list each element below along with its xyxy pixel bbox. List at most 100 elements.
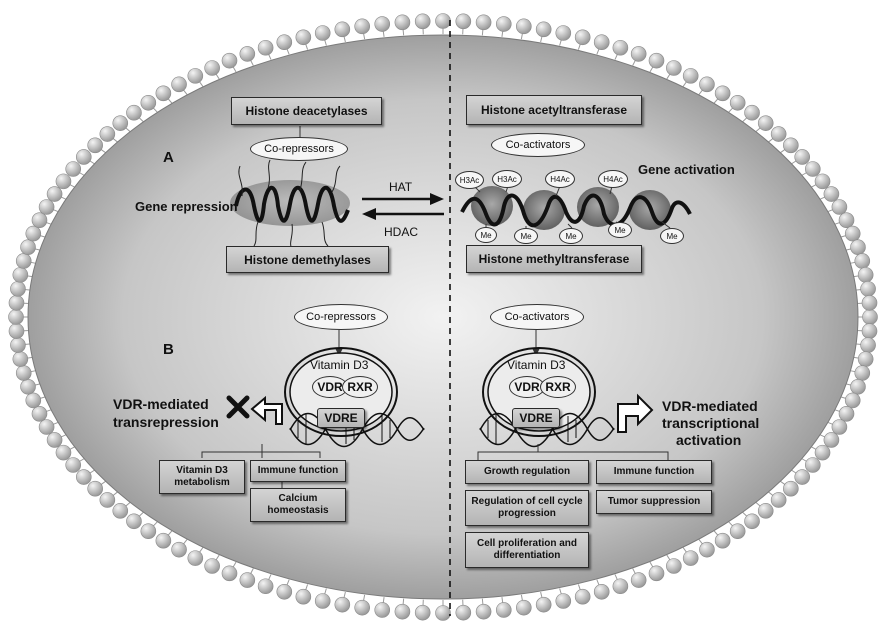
membrane-bead bbox=[239, 46, 256, 62]
membrane-bead bbox=[783, 137, 799, 154]
membrane-bead bbox=[12, 351, 29, 367]
activation-label-3: activation bbox=[676, 432, 742, 448]
membrane-bead bbox=[854, 365, 871, 381]
membrane-bead bbox=[770, 492, 787, 508]
hdac-arrowhead bbox=[362, 208, 376, 220]
left-dna-rungs bbox=[297, 414, 391, 444]
membrane-bead bbox=[850, 239, 866, 256]
histone-tail bbox=[267, 159, 271, 189]
membrane-bead bbox=[354, 599, 370, 616]
target-immune-function-left: Immune function bbox=[250, 460, 346, 482]
vdre-box-right: VDRE bbox=[512, 408, 560, 428]
membrane-bead bbox=[593, 583, 610, 600]
h4ac-mark: H4Ac bbox=[598, 170, 628, 188]
membrane-bead bbox=[65, 457, 82, 473]
condensed-dna-coil bbox=[234, 185, 350, 223]
membrane-bead bbox=[187, 68, 204, 84]
membrane-bead bbox=[535, 596, 552, 613]
membrane-bead bbox=[844, 225, 861, 242]
membrane-bead bbox=[682, 68, 699, 84]
target-calcium-homeostasis: Calcium homeostasis bbox=[250, 488, 346, 522]
h4ac-mark: H4Ac bbox=[545, 170, 575, 188]
membrane-bead bbox=[126, 104, 142, 121]
membrane-bead bbox=[860, 281, 876, 297]
histone-acetyltransferase-box: Histone acetyltransferase bbox=[466, 95, 642, 125]
histone-tail bbox=[299, 161, 307, 191]
transrepression-label-1: VDR-mediated bbox=[113, 396, 209, 412]
right-bent-arrow-icon bbox=[617, 393, 654, 433]
membrane-bead bbox=[757, 115, 774, 131]
membrane-bead bbox=[861, 323, 878, 339]
membrane-bead bbox=[15, 365, 32, 381]
membrane-bead bbox=[744, 513, 760, 530]
membrane-bead bbox=[729, 523, 746, 540]
me-mark: Me bbox=[660, 228, 684, 244]
membrane-bead bbox=[257, 578, 274, 595]
histone-deacetylases-box: Histone deacetylases bbox=[231, 97, 382, 125]
membrane-bead bbox=[555, 25, 572, 41]
membrane-bead bbox=[221, 52, 238, 69]
membrane-bead bbox=[804, 457, 821, 473]
membrane-bead bbox=[850, 378, 866, 395]
h3ac-mark: H3Ac bbox=[455, 171, 484, 189]
membrane-bead bbox=[112, 115, 129, 131]
membrane-bead bbox=[354, 18, 370, 35]
membrane-bead bbox=[744, 104, 760, 121]
hat-label: HAT bbox=[389, 180, 413, 194]
me-mark: Me bbox=[559, 228, 583, 244]
membrane-bead bbox=[495, 602, 512, 618]
membrane-bead bbox=[857, 267, 874, 283]
membrane-bead bbox=[38, 199, 55, 215]
membrane-bead bbox=[414, 604, 431, 621]
membrane-bead bbox=[823, 186, 840, 202]
gene-repression-label: Gene repression bbox=[135, 199, 238, 214]
membrane-bead bbox=[394, 14, 411, 31]
membrane-bead bbox=[187, 550, 204, 566]
membrane-bead bbox=[204, 558, 220, 574]
membrane-bead bbox=[838, 212, 855, 228]
membrane-bead bbox=[860, 337, 876, 353]
membrane-bead bbox=[574, 29, 591, 46]
membrane-bead bbox=[204, 60, 220, 76]
membrane-bead bbox=[612, 39, 629, 56]
left-bracket bbox=[201, 444, 321, 458]
activation-label-1: VDR-mediated bbox=[662, 398, 758, 414]
me-mark: Me bbox=[514, 228, 538, 244]
membrane-bead bbox=[612, 578, 629, 595]
target-immune-function-right: Immune function bbox=[596, 460, 712, 484]
me-mark: Me bbox=[608, 222, 632, 238]
histone-tail bbox=[253, 221, 259, 247]
membrane-bead bbox=[55, 444, 72, 461]
cell-interior bbox=[27, 34, 859, 600]
membrane-bead bbox=[25, 225, 42, 242]
h3ac-mark: H3Ac bbox=[492, 170, 522, 188]
membrane-bead bbox=[65, 161, 82, 177]
transrepression-label-2: transrepression bbox=[113, 414, 219, 430]
left-dna-helix bbox=[289, 412, 425, 448]
membrane-bead bbox=[666, 60, 682, 76]
membrane-bead bbox=[838, 406, 855, 422]
vitamin-d3-label-left: Vitamin D3 bbox=[310, 358, 369, 372]
membrane-bead bbox=[757, 503, 774, 519]
membrane-bead bbox=[862, 309, 878, 325]
membrane-bead bbox=[666, 558, 682, 574]
membrane-bead bbox=[171, 76, 187, 93]
membrane-bead bbox=[783, 480, 799, 497]
membrane-bead bbox=[112, 503, 129, 519]
co-activators-oval-b: Co-activators bbox=[490, 304, 584, 330]
me-mark: Me bbox=[475, 227, 497, 243]
target-cell-cycle: Regulation of cell cycle progression bbox=[465, 490, 589, 526]
membrane-bead bbox=[12, 267, 29, 283]
co-activators-oval: Co-activators bbox=[491, 133, 585, 157]
membrane-bead bbox=[414, 13, 431, 30]
receptor-complex-outer bbox=[284, 347, 398, 437]
membrane-bead bbox=[31, 406, 48, 422]
right-dna-rungs bbox=[487, 414, 577, 444]
left-bent-arrow-icon bbox=[250, 395, 283, 425]
membrane-bead bbox=[648, 565, 665, 582]
membrane-bead bbox=[535, 21, 552, 38]
methyl-tail bbox=[567, 223, 573, 229]
membrane-bead bbox=[794, 469, 811, 485]
hat-arrow bbox=[362, 193, 444, 205]
